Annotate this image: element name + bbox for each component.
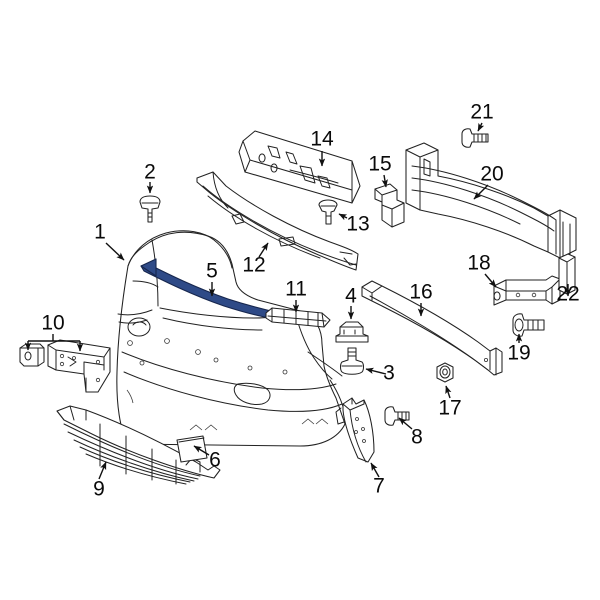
part-9-lower-grille[interactable] <box>56 405 221 485</box>
callout-label-11[interactable]: 11 <box>285 278 307 301</box>
callout-label-10[interactable]: 10 <box>41 312 64 335</box>
callout-label-16[interactable]: 16 <box>409 281 432 304</box>
leader-lines <box>24 122 572 480</box>
callout-label-17[interactable]: 17 <box>438 397 461 420</box>
callout-label-5[interactable]: 5 <box>206 260 218 283</box>
callout-label-18[interactable]: 18 <box>467 252 490 275</box>
callout-label-9[interactable]: 9 <box>93 478 105 501</box>
part-15-upper-bracket[interactable] <box>374 183 405 228</box>
part-10-license-plate-bracket[interactable] <box>19 339 111 393</box>
callout-label-1[interactable]: 1 <box>94 221 106 244</box>
part-16-lower-reinforcement[interactable] <box>361 280 503 376</box>
part-14-energy-absorber[interactable] <box>238 130 361 204</box>
part-19-hex-bolt[interactable] <box>512 313 545 337</box>
part-4-bracket-clip[interactable] <box>335 321 369 343</box>
callout-label-2[interactable]: 2 <box>144 161 156 184</box>
part-22-spacer-block[interactable] <box>558 253 576 295</box>
part-20-bumper-reinforcement[interactable] <box>405 142 577 259</box>
part-13-push-clip[interactable] <box>318 199 338 225</box>
part-18-absorber-bracket[interactable] <box>493 275 561 306</box>
part-17-flange-nut[interactable] <box>436 362 454 383</box>
callout-label-7[interactable]: 7 <box>373 475 385 498</box>
callout-label-3[interactable]: 3 <box>383 362 395 385</box>
part-11-side-marker-garnish[interactable] <box>265 307 331 328</box>
callout-label-4[interactable]: 4 <box>345 285 357 308</box>
part-7-side-retainer[interactable] <box>335 397 375 463</box>
part-6-tow-hook-cover[interactable] <box>176 435 208 463</box>
callout-label-13[interactable]: 13 <box>346 213 369 236</box>
part-21-reinforcement-bolt[interactable] <box>461 128 489 148</box>
callout-label-15[interactable]: 15 <box>368 153 391 176</box>
callout-label-22[interactable]: 22 <box>556 283 579 306</box>
callout-label-8[interactable]: 8 <box>411 426 423 449</box>
callout-labels: 1 2 3 4 5 6 7 8 9 10 11 12 13 14 15 16 1… <box>41 101 579 501</box>
callout-label-21[interactable]: 21 <box>470 101 493 124</box>
callout-label-6[interactable]: 6 <box>209 449 221 472</box>
callout-label-14[interactable]: 14 <box>310 128 334 151</box>
callout-label-12[interactable]: 12 <box>242 254 265 277</box>
callout-label-19[interactable]: 19 <box>507 342 530 365</box>
part-3-stud-bolt[interactable] <box>339 347 365 375</box>
part-8-retainer-bolt[interactable] <box>384 406 410 426</box>
part-2-retainer-clip[interactable] <box>139 195 161 223</box>
callout-label-20[interactable]: 20 <box>480 163 503 186</box>
part-12-upper-absorber[interactable] <box>196 171 359 271</box>
